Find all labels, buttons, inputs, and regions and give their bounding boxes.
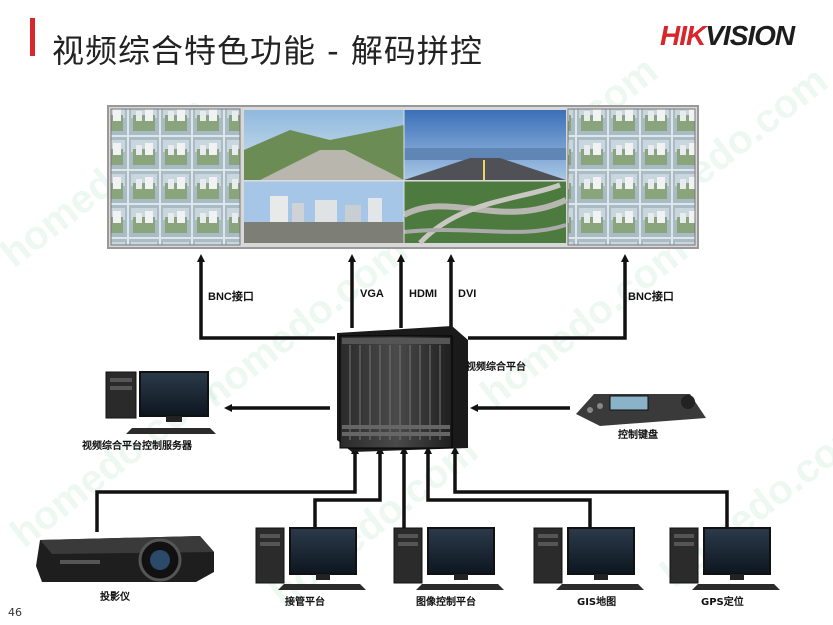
label-control-keyboard: 控制键盘	[618, 430, 658, 441]
arrow-from-access	[313, 446, 384, 528]
label-image-control: 图像控制平台	[416, 597, 476, 608]
label-vga: VGA	[360, 288, 384, 300]
right-camera-grid	[567, 108, 696, 246]
label-access-platform: 接管平台	[285, 597, 325, 608]
label-projector: 投影仪	[100, 592, 130, 603]
logo-part-vision: VISION	[705, 20, 795, 51]
title-accent-bar	[30, 18, 35, 56]
arrow-from-projector	[95, 446, 359, 532]
pc-gis-map	[533, 527, 644, 590]
label-control-server: 视频综合平台控制服务器	[82, 441, 192, 452]
label-bnc-left: BNC接口	[208, 291, 254, 303]
arrow-bnc-right	[468, 254, 629, 340]
center-screens	[244, 110, 568, 245]
projector-device	[36, 536, 214, 582]
video-wall	[107, 105, 699, 249]
control-keyboard-device	[576, 394, 706, 426]
label-platform: 视频综合平台	[466, 362, 526, 373]
hikvision-logo: HIKVISION	[660, 20, 795, 52]
arrow-bnc-left	[197, 254, 335, 340]
arrow-from-gps	[451, 446, 729, 528]
logo-part-hik: HIK	[660, 20, 706, 51]
pc-image-control	[393, 527, 504, 590]
label-bnc-right: BNC接口	[628, 291, 674, 303]
pc-access-platform	[255, 527, 366, 590]
arrow-from-gis	[424, 446, 592, 528]
label-gps-location: GPS定位	[701, 597, 744, 608]
page-number: 46	[8, 606, 22, 619]
control-server-pc	[105, 371, 216, 434]
label-gis-map: GIS地图	[577, 597, 617, 608]
connection-lines	[95, 254, 729, 532]
label-hdmi: HDMI	[409, 288, 438, 300]
video-platform-device	[337, 326, 468, 452]
label-dvi: DVI	[458, 288, 477, 300]
pc-gps-location	[669, 527, 780, 590]
page-title: 视频综合特色功能 - 解码拼控	[52, 32, 483, 70]
left-camera-grid	[110, 108, 241, 246]
